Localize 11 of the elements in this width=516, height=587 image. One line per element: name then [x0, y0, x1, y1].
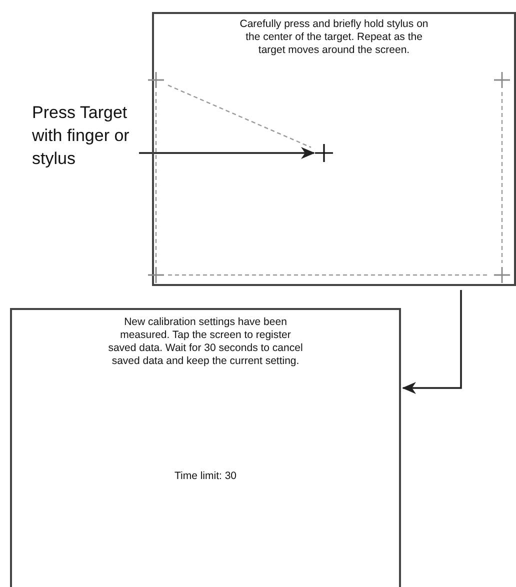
instruction-text: Carefully press and briefly hold stylus on the center of the target. Repeat as the target moves around the screen.: [238, 18, 430, 57]
target-path-line: [168, 274, 490, 276]
target-path-line: [168, 84, 312, 148]
target-path-line: [155, 92, 157, 263]
instruction-text: New calibration settings have been measured. Tap the screen to register saved data. Wait for 30 seconds to cancel saved data and keep the current setting.: [107, 316, 304, 368]
confirmation-screen: [10, 308, 401, 587]
arrow: [139, 147, 315, 159]
countdown-text: Time limit: 30: [173, 470, 238, 483]
arrow: [402, 290, 462, 394]
target-path-line: [501, 92, 503, 263]
instruction-text: Press Target with finger or stylus: [32, 101, 138, 171]
